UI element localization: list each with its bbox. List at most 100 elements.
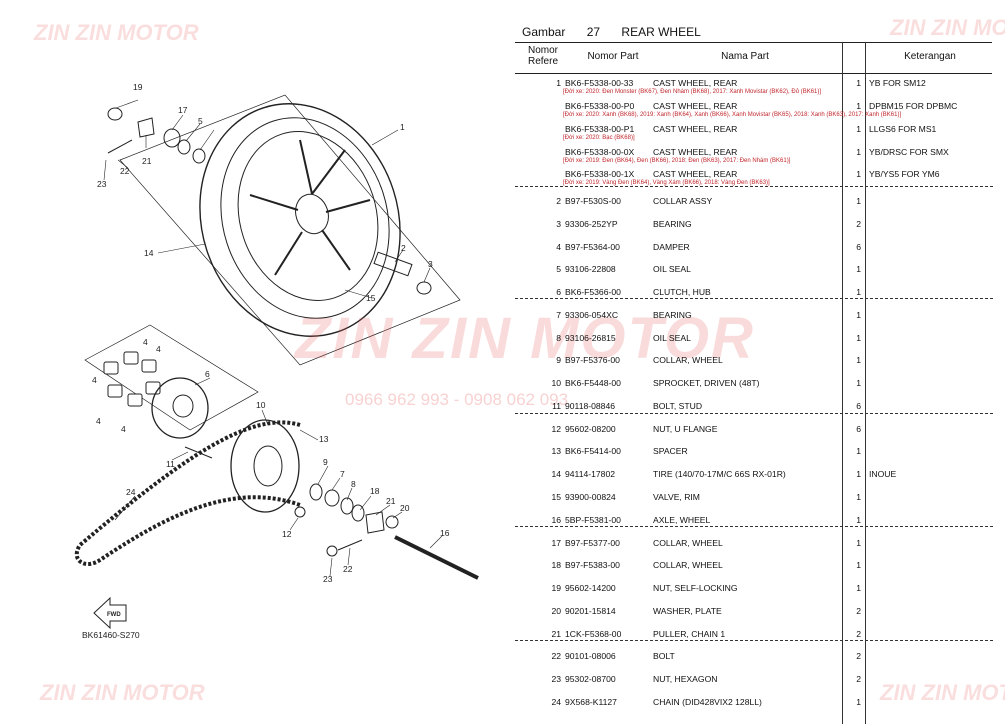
- part-number: BK6-F5448-00: [565, 378, 621, 388]
- part-number: 90201-15814: [565, 606, 616, 616]
- part-name: COLLAR, WHEEL: [653, 355, 723, 365]
- part-name: CAST WHEEL, REAR: [653, 101, 738, 111]
- callout-12: 12: [282, 529, 292, 539]
- hub-outline: [295, 193, 329, 235]
- quantity: 6: [856, 242, 861, 252]
- part-number: B97-F530S-00: [565, 196, 621, 206]
- quantity: 1: [856, 147, 861, 157]
- callout-22b: 22: [343, 564, 353, 574]
- tire-inner: [220, 117, 390, 319]
- axle-shape: [394, 535, 479, 580]
- washer-20-shape: [385, 515, 399, 529]
- part-number: 93306-252YP: [565, 219, 618, 229]
- callout-16: 16: [440, 528, 450, 538]
- callout-3: 3: [428, 259, 433, 269]
- puller-shape: [137, 117, 155, 138]
- ref-number: 23: [551, 674, 561, 684]
- part-name: CHAIN (DID428VIX2 128LL): [653, 697, 762, 707]
- quantity: 1: [856, 538, 861, 548]
- quantity: 1: [856, 697, 861, 707]
- part-number: 95302-08700: [565, 674, 616, 684]
- quantity: 1: [856, 583, 861, 593]
- part-name: NUT, SELF-LOCKING: [653, 583, 738, 593]
- part-number: B97-F5377-00: [565, 538, 620, 548]
- nut-12-shape: [294, 506, 306, 518]
- figure-number: 27: [586, 25, 601, 39]
- clutch-hub-shape: [151, 377, 209, 439]
- ref-number: 19: [551, 583, 561, 593]
- group-separator: [515, 640, 993, 641]
- ref-number: 4: [556, 242, 561, 252]
- collar-17-shape: [163, 128, 181, 148]
- watermark-brand: ZIN ZIN MOTOR: [295, 306, 755, 371]
- sprocket-shape: [230, 419, 300, 513]
- part-number: BK6-F5338-00-P1: [565, 124, 635, 134]
- callout-24: 24: [126, 487, 136, 497]
- fwd-arrow-icon: FWD: [93, 596, 127, 630]
- bearing-shape: [416, 281, 432, 295]
- remark: LLGS6 FOR MS1: [869, 124, 937, 134]
- quantity: 1: [856, 196, 861, 206]
- callout-10: 10: [256, 400, 266, 410]
- clutch-hub-center: [172, 394, 194, 418]
- callout-18: 18: [370, 486, 380, 496]
- sprocket-center: [253, 445, 283, 487]
- watermark-phone: 0966 962 993 - 0908 062 093: [345, 390, 569, 409]
- part-name: COLLAR, WHEEL: [653, 560, 723, 570]
- part-number: 93900-00824: [565, 492, 616, 502]
- group-separator: [515, 413, 993, 414]
- callout-19: 19: [133, 82, 143, 92]
- ref-number: 13: [551, 446, 561, 456]
- model-year-note: [Đời xe: 2020: Bạc (BK68)]: [563, 135, 635, 141]
- remark: YB/DRSC FOR SMX: [869, 147, 949, 157]
- part-name: NUT, HEXAGON: [653, 674, 718, 684]
- callout-6: 6: [205, 369, 210, 379]
- group-separator: [515, 298, 993, 299]
- part-number: BK6-F5338-00-P0: [565, 101, 635, 111]
- callout-9: 9: [323, 457, 328, 467]
- callout-20: 20: [400, 503, 410, 513]
- quantity: 6: [856, 401, 861, 411]
- callout-2: 2: [401, 243, 406, 253]
- column-divider-qty: [842, 42, 843, 724]
- part-number: 9X568-K1127: [565, 697, 617, 707]
- quantity: 1: [856, 378, 861, 388]
- model-year-note: [Đời xe: 2019: Đen (BK64), Đen (BK66), 2…: [563, 158, 791, 164]
- callout-5: 5: [198, 116, 203, 126]
- part-number: 95602-08200: [565, 424, 616, 434]
- quantity: 2: [856, 674, 861, 684]
- callout-22a: 22: [120, 166, 130, 176]
- quantity: 2: [856, 606, 861, 616]
- part-number: 1CK-F5368-00: [565, 629, 622, 639]
- ref-number: 6: [556, 287, 561, 297]
- group-separator: [515, 526, 993, 527]
- part-number: BK6-F5338-00-33: [565, 78, 634, 88]
- part-number: 95602-14200: [565, 583, 616, 593]
- ref-number: 24: [551, 697, 561, 707]
- ref-number: 21: [551, 629, 561, 639]
- quantity: 1: [856, 101, 861, 111]
- part-name: AXLE, WHEEL: [653, 515, 711, 525]
- ref-number: 9: [556, 355, 561, 365]
- exploded-parts-diagram: 1 2 3 4 4 4 4 4 5 6 7 8 9 10 11 12 13 14…: [74, 82, 479, 640]
- watermark-corner-top-right: ZIN ZIN MOTOR: [890, 15, 1005, 40]
- figure-title: Gambar 27 REAR WHEEL: [522, 25, 719, 39]
- quantity: 1: [856, 355, 861, 365]
- part-name: CAST WHEEL, REAR: [653, 124, 738, 134]
- collar-18-shape: [351, 504, 365, 522]
- part-number: BK6-F5338-00-1X: [565, 169, 635, 179]
- callout-15: 15: [366, 293, 376, 303]
- ref-number: 20: [551, 606, 561, 616]
- quantity: 1: [856, 310, 861, 320]
- dampers-shape: [103, 351, 161, 407]
- part-name: SPROCKET, DRIVEN (48T): [653, 378, 760, 388]
- part-name: OIL SEAL: [653, 264, 691, 274]
